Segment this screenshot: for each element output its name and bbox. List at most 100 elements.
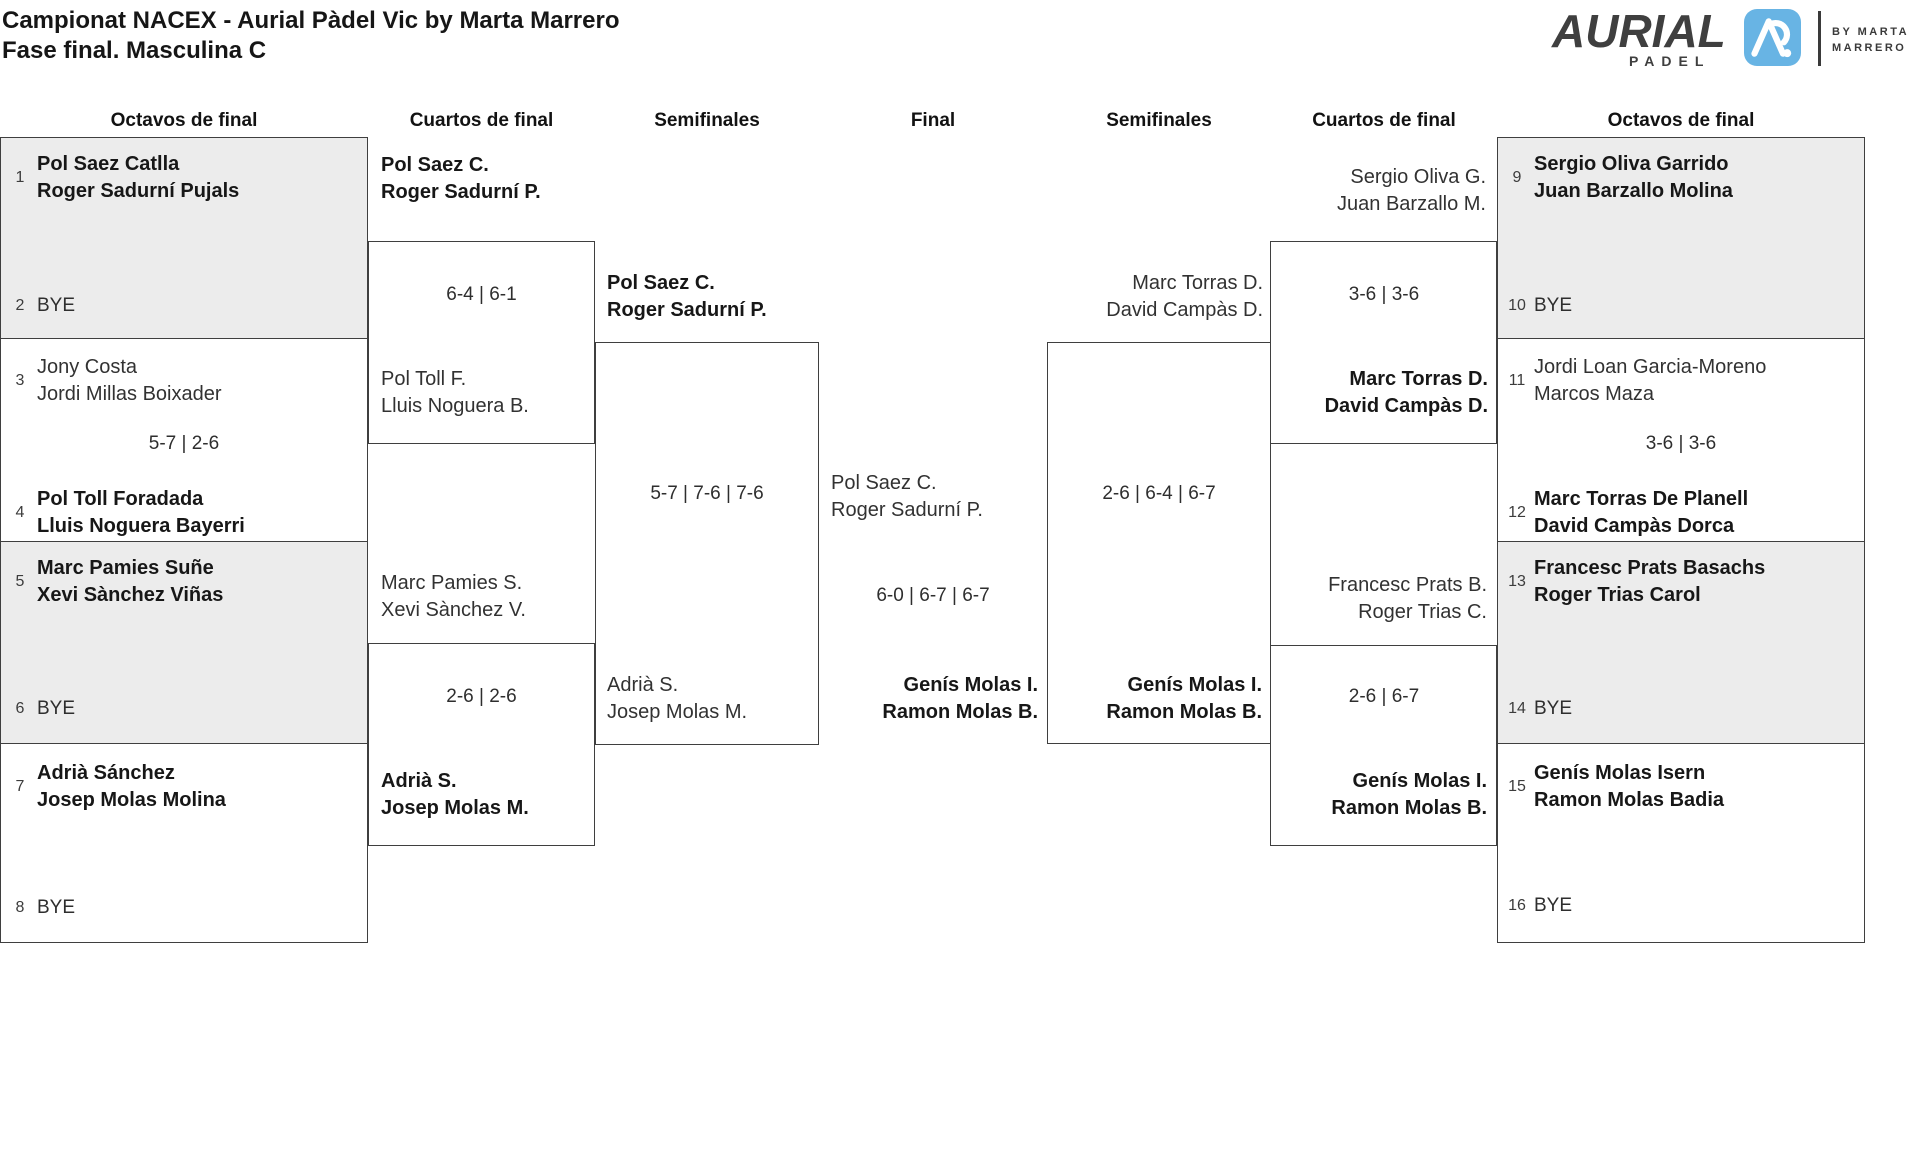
round-header-final: Final	[910, 110, 956, 131]
round-header-octavos-left: Octavos de final	[110, 110, 258, 131]
logo-divider	[1818, 11, 1821, 66]
page-title: Campionat NACEX - Aurial Pàdel Vic by Ma…	[2, 6, 620, 66]
round-header-cuartos-right: Cuartos de final	[1312, 110, 1456, 131]
player-names: Marc Pamies Suñe Xevi Sànchez Viñas	[37, 557, 224, 606]
bye-label: BYE	[37, 698, 76, 719]
phase-subtitle: Fase final. Masculina C	[2, 37, 267, 64]
final-winner: Genís Molas I. Ramon Molas B.	[882, 674, 1038, 723]
aurial-logo-icon	[1744, 9, 1801, 66]
team-entry: 5 Marc Pamies Suñe Xevi Sànchez Viñas	[9, 555, 224, 609]
bye-entry: 8 BYE	[9, 897, 75, 919]
qf-left-top-team1: Pol Saez C. Roger Sadurní P.	[381, 154, 541, 203]
seed-number: 4	[15, 504, 25, 521]
qf-left-top-score: 6-4 | 6-1	[446, 284, 517, 305]
seed-number: 12	[1508, 504, 1526, 521]
bye-entry: 6 BYE	[9, 698, 75, 720]
bye-label: BYE	[1534, 698, 1573, 719]
player-names: Jordi Loan Garcia-Moreno Marcos Maza	[1534, 356, 1767, 405]
bye-label: BYE	[37, 897, 76, 918]
team-entry: 15 Genís Molas Isern Ramon Molas Badia	[1506, 760, 1724, 814]
team-entry: 9 Sergio Oliva Garrido Juan Barzallo Mol…	[1506, 151, 1733, 205]
seed-number: 1	[15, 169, 25, 186]
match-box-5-6: 5 Marc Pamies Suñe Xevi Sànchez Viñas 6 …	[0, 541, 368, 745]
match-box-13-14: 13 Francesc Prats Basachs Roger Trias Ca…	[1497, 541, 1865, 745]
seed-number: 6	[15, 700, 25, 717]
bye-label: BYE	[1534, 295, 1573, 316]
sf-left-team2: Adrià S. Josep Molas M.	[607, 674, 748, 723]
player-names: Sergio Oliva Garrido Juan Barzallo Molin…	[1534, 153, 1733, 202]
match-box-1-2: 1 Pol Saez Catlla Roger Sadurní Pujals 2…	[0, 137, 368, 340]
by-marta-line1: BY MARTA	[1832, 26, 1910, 38]
qf-right-bottom-team1: Francesc Prats B. Roger Trias C.	[1328, 574, 1487, 623]
player-names: Marc Torras De Planell David Campàs Dorc…	[1534, 488, 1749, 537]
bye-entry: 16 BYE	[1506, 895, 1572, 917]
team-entry: 3 Jony Costa Jordi Millas Boixader	[9, 354, 222, 408]
seed-number: 7	[15, 778, 25, 795]
seed-number: 11	[1508, 372, 1526, 389]
semifinal-box-right	[1047, 342, 1271, 744]
seed-number: 10	[1508, 297, 1526, 314]
bye-entry: 14 BYE	[1506, 698, 1572, 720]
bye-entry: 2 BYE	[9, 295, 75, 317]
final-team1: Pol Saez C. Roger Sadurní P.	[831, 472, 983, 521]
match-box-3-4: 3 Jony Costa Jordi Millas Boixader 5-7 |…	[0, 338, 368, 543]
sf-left-team1: Pol Saez C. Roger Sadurní P.	[607, 272, 767, 321]
qf-right-top-team1: Sergio Oliva G. Juan Barzallo M.	[1337, 166, 1486, 215]
team-entry: 12 Marc Torras De Planell David Campàs D…	[1506, 486, 1748, 540]
seed-number: 16	[1508, 897, 1526, 914]
sf-left-score: 5-7 | 7-6 | 7-6	[650, 483, 764, 504]
round-header-cuartos-left: Cuartos de final	[409, 110, 554, 131]
seed-number: 9	[1512, 169, 1522, 186]
final-score: 6-0 | 6-7 | 6-7	[876, 585, 990, 606]
tournament-title: Campionat NACEX - Aurial Pàdel Vic by Ma…	[2, 7, 620, 34]
match-box-15-16: 15 Genís Molas Isern Ramon Molas Badia 1…	[1497, 743, 1865, 943]
player-names: Jony Costa Jordi Millas Boixader	[37, 356, 222, 405]
seed-number: 14	[1508, 700, 1526, 717]
aurial-monogram-icon	[1751, 18, 1792, 58]
team-entry: 11 Jordi Loan Garcia-Moreno Marcos Maza	[1506, 354, 1767, 408]
bye-label: BYE	[1534, 895, 1573, 916]
bye-entry: 10 BYE	[1506, 295, 1572, 317]
seed-number: 3	[15, 372, 25, 389]
seed-number: 8	[15, 899, 25, 916]
semifinal-box-left	[595, 342, 819, 745]
sf-right-winner: Genís Molas I. Ramon Molas B.	[1106, 674, 1262, 723]
team-entry: 4 Pol Toll Foradada Lluis Noguera Bayerr…	[9, 486, 245, 540]
seed-number: 2	[15, 297, 25, 314]
match-score: 5-7 | 2-6	[148, 433, 220, 454]
qf-left-bottom-score: 2-6 | 2-6	[446, 686, 517, 707]
player-names: Francesc Prats Basachs Roger Trias Carol	[1534, 557, 1766, 606]
quarterfinal-box-left-bottom	[368, 643, 595, 846]
qf-right-top-score: 3-6 | 3-6	[1348, 284, 1420, 305]
qf-right-bottom-winner: Genís Molas I. Ramon Molas B.	[1331, 770, 1487, 819]
aurial-wordmark: AURIAL	[1552, 5, 1726, 57]
seed-number: 15	[1508, 778, 1526, 795]
qf-left-top-team2: Pol Toll F. Lluis Noguera B.	[381, 368, 529, 417]
sf-right-score: 2-6 | 6-4 | 6-7	[1102, 483, 1216, 504]
player-names: Pol Toll Foradada Lluis Noguera Bayerri	[37, 488, 245, 537]
team-entry: 1 Pol Saez Catlla Roger Sadurní Pujals	[9, 151, 240, 205]
round-header-octavos-right: Octavos de final	[1607, 110, 1755, 131]
sf-right-team1: Marc Torras D. David Campàs D.	[1106, 272, 1263, 321]
match-score: 3-6 | 3-6	[1645, 433, 1717, 454]
seed-number: 13	[1508, 573, 1526, 590]
player-names: Genís Molas Isern Ramon Molas Badia	[1534, 762, 1725, 811]
qf-left-bottom-team1: Marc Pamies S. Xevi Sànchez V.	[381, 572, 526, 621]
round-header-semifinales-left: Semifinales	[654, 110, 760, 131]
qf-left-bottom-team2: Adrià S. Josep Molas M.	[381, 770, 529, 819]
qf-right-top-winner: Marc Torras D. David Campàs D.	[1324, 368, 1488, 417]
quarterfinal-box-left-top	[368, 241, 595, 444]
seed-number: 5	[15, 573, 25, 590]
team-entry: 13 Francesc Prats Basachs Roger Trias Ca…	[1506, 555, 1765, 609]
by-marta-line2: MARRERO	[1832, 42, 1907, 54]
player-names: Pol Saez Catlla Roger Sadurní Pujals	[37, 153, 240, 202]
player-names: Adrià Sánchez Josep Molas Molina	[37, 762, 226, 811]
qf-right-bottom-score: 2-6 | 6-7	[1348, 686, 1420, 707]
match-box-9-10: 9 Sergio Oliva Garrido Juan Barzallo Mol…	[1497, 137, 1865, 340]
match-box-11-12: 11 Jordi Loan Garcia-Moreno Marcos Maza …	[1497, 338, 1865, 543]
bye-label: BYE	[37, 295, 76, 316]
round-header-semifinales-right: Semifinales	[1106, 110, 1212, 131]
quarterfinal-box-right-bottom	[1270, 645, 1497, 846]
padel-wordmark: PADEL	[1629, 53, 1711, 69]
